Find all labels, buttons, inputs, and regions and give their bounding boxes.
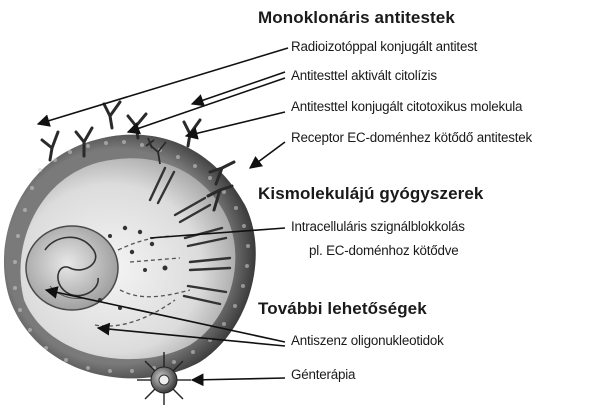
section-heading-further-options: További lehetőségek (258, 299, 427, 319)
label-antisense-oligonucleotides: Antiszenz oligonukleotidok (291, 333, 444, 348)
section-heading-monoclonal: Monoklonáris antitestek (258, 8, 455, 28)
label-ec-domain-binding: pl. EC-doménhoz kötődve (309, 243, 458, 258)
label-radioisotope-antibody: Radioizotóppal konjugált antitest (291, 39, 477, 54)
label-receptor-ec-antibodies: Receptor EC-doménhez kötődő antitestek (291, 130, 532, 145)
label-gene-therapy: Génterápia (291, 367, 355, 382)
label-signal-blocking: Intracelluláris szignálblokkolás (291, 219, 465, 234)
label-cytotoxic-conjugate: Antitesttel konjugált citotoxikus moleku… (291, 99, 522, 114)
nucleus (26, 226, 118, 310)
label-antibody-cytolysis: Antitesttel aktivált citolízis (291, 68, 437, 83)
section-heading-small-molecules: Kismolekulájú gyógyszerek (258, 184, 483, 204)
